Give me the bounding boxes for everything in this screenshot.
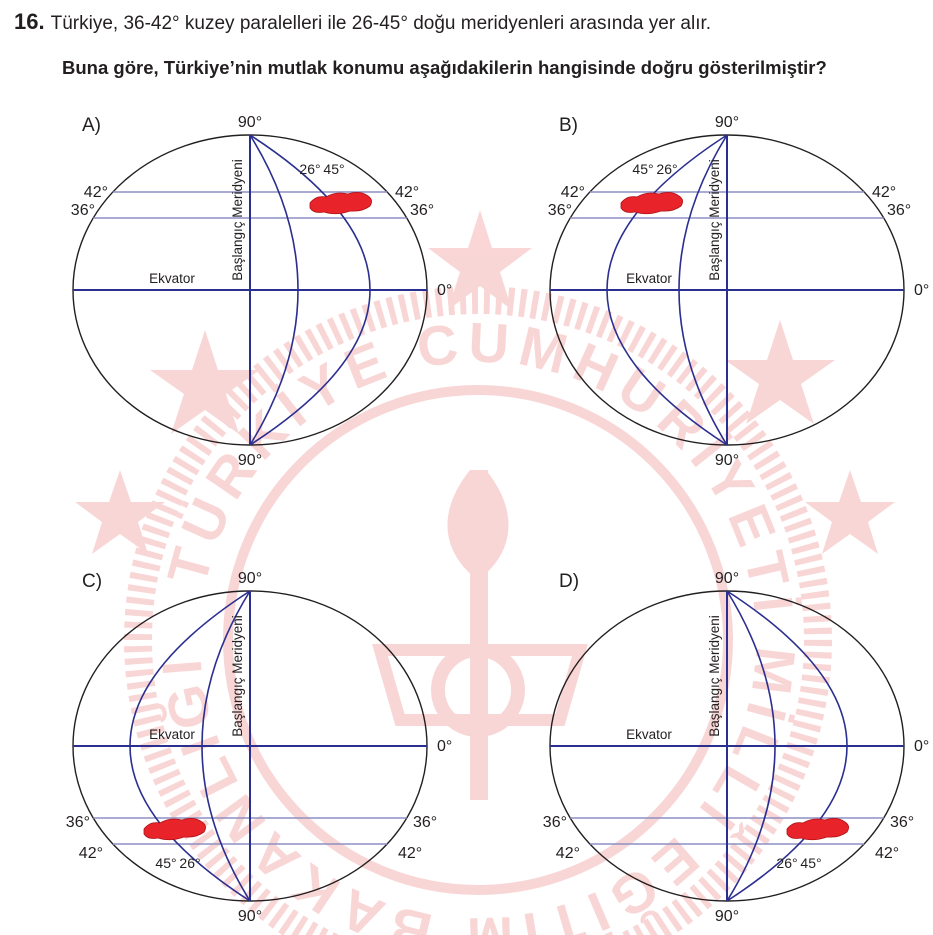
equator-value-label: 0° — [437, 282, 452, 299]
longitude-label: 26° — [656, 161, 677, 177]
option-c-globe[interactable]: C) 90° 90° 0° Ekvator Başlangıç Meridyeni 36° 4… — [66, 570, 453, 925]
meridian-arc — [249, 134, 371, 446]
turkey-map-icon — [143, 818, 206, 841]
equator-label: Ekvator — [149, 727, 195, 742]
latitude-label: 36° — [410, 202, 434, 219]
longitude-label: 45° — [155, 855, 176, 871]
prime-meridian-label: Başlangıç Meridyeni — [707, 159, 722, 281]
latitude-label: 36° — [887, 202, 911, 219]
meridian-arc — [726, 590, 848, 902]
latitude-label: 42° — [872, 184, 896, 201]
latitude-label: 36° — [543, 814, 567, 831]
latitude-label: 36° — [413, 814, 437, 831]
longitude-label: 26° — [179, 855, 200, 871]
equator-value-label: 0° — [437, 738, 452, 755]
latitude-label: 36° — [890, 814, 914, 831]
latitude-label: 42° — [398, 845, 422, 862]
question-number: 16. — [14, 9, 45, 34]
question-statement-line: 16.Türkiye, 36-42° kuzey paralelleri ile… — [14, 9, 711, 35]
south-pole-label: 90° — [238, 452, 262, 469]
latitude-label: 36° — [66, 814, 90, 831]
north-pole-label: 90° — [715, 114, 739, 131]
turkey-map-icon — [620, 192, 683, 215]
latitude-label: 42° — [395, 184, 419, 201]
latitude-label: 42° — [875, 845, 899, 862]
option-d-globe[interactable]: D) 90° 90° 0° Ekvator Başlangıç Meridyeni 36° 4… — [543, 570, 930, 925]
latitude-label: 42° — [84, 184, 108, 201]
longitude-label: 45° — [800, 855, 821, 871]
equator-value-label: 0° — [914, 282, 929, 299]
question-statement: Türkiye, 36-42° kuzey paralelleri ile 26… — [50, 13, 712, 34]
equator-label: Ekvator — [149, 271, 195, 286]
meridian-arc — [201, 590, 251, 902]
south-pole-label: 90° — [715, 452, 739, 469]
equator-label: Ekvator — [626, 727, 672, 742]
meridian-arc — [726, 590, 776, 902]
latitude-label: 36° — [71, 202, 95, 219]
meridian-arc — [678, 134, 728, 446]
meridian-arc — [606, 134, 728, 446]
north-pole-label: 90° — [238, 570, 262, 587]
option-letter: B) — [559, 115, 578, 136]
latitude-label: 42° — [79, 845, 103, 862]
prime-meridian-label: Başlangıç Meridyeni — [230, 615, 245, 737]
prime-meridian-label: Başlangıç Meridyeni — [230, 159, 245, 281]
longitude-label: 45° — [323, 161, 344, 177]
latitude-label: 36° — [548, 202, 572, 219]
latitude-label: 42° — [561, 184, 585, 201]
south-pole-label: 90° — [715, 908, 739, 925]
meridian-arc — [129, 590, 251, 902]
north-pole-label: 90° — [238, 114, 262, 131]
equator-value-label: 0° — [914, 738, 929, 755]
latitude-label: 42° — [556, 845, 580, 862]
north-pole-label: 90° — [715, 570, 739, 587]
equator-label: Ekvator — [626, 271, 672, 286]
turkey-map-icon — [309, 192, 372, 215]
prime-meridian-label: Başlangıç Meridyeni — [707, 615, 722, 737]
question-prompt: Buna göre, Türkiye’nin mutlak konumu aşa… — [62, 57, 827, 78]
south-pole-label: 90° — [238, 908, 262, 925]
longitude-label: 26° — [299, 161, 320, 177]
longitude-label: 45° — [632, 161, 653, 177]
turkey-map-icon — [786, 818, 849, 841]
option-letter: C) — [82, 571, 102, 592]
option-letter: D) — [559, 571, 579, 592]
meridian-arc — [249, 134, 299, 446]
longitude-label: 26° — [776, 855, 797, 871]
option-letter: A) — [82, 115, 101, 136]
